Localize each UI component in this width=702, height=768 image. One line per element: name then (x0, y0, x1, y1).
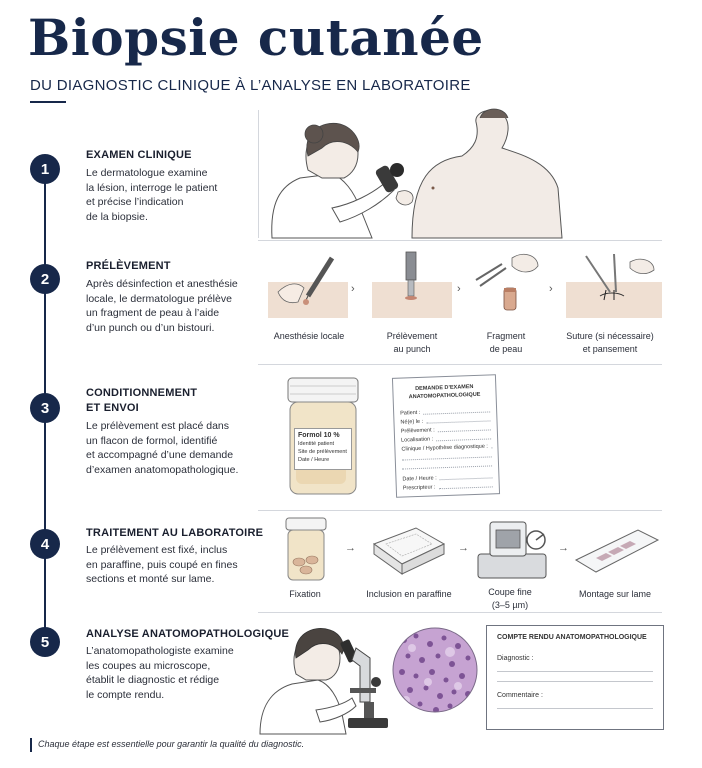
title-underline (30, 101, 66, 103)
paraffin-block-illustration (372, 527, 446, 575)
section-divider-1 (258, 240, 662, 241)
page-title: Biopsie cutanée (28, 8, 484, 67)
anesthesia-syringe-illustration (268, 256, 348, 318)
arrow-4c: → (558, 542, 569, 554)
arrow-2a: › (351, 283, 355, 295)
report-diagnostic-label: Diagnostic : (497, 655, 534, 662)
caption-fixation: Fixation (289, 589, 321, 599)
step-1-divider (258, 110, 259, 238)
slide-illustration (574, 529, 660, 573)
step-2-number: 2 (30, 264, 60, 294)
caption-suture: Suture (si nécessaire)et pansement (566, 331, 654, 354)
caption-inclusion: Inclusion en paraffine (366, 589, 452, 599)
step-5-title: ANALYSE ANATOMOPATHOLOGIQUE (86, 628, 290, 640)
report-comment-label: Commentaire : (497, 692, 543, 699)
section-divider-2 (258, 364, 662, 365)
jar-label: Formol 10 % Identité patient Site de pré… (294, 428, 352, 470)
tissue-fragment-illustration (475, 253, 539, 311)
pathology-report-card: COMPTE RENDU ANATOMOPATHOLOGIQUE Diagnos… (486, 625, 664, 730)
section-divider-4 (258, 612, 662, 613)
punch-biopsy-illustration (372, 251, 452, 318)
footer-accent-bar (30, 738, 32, 752)
step-2-title: PRÉLÈVEMENT (86, 260, 171, 272)
step-4-title: TRAITEMENT AU LABORATOIRE (86, 527, 264, 539)
arrow-2c: › (549, 283, 553, 295)
arrow-4a: → (345, 542, 356, 554)
caption-coupe: Coupe fine(3–5 µm) (488, 587, 532, 610)
suture-illustration (566, 253, 662, 318)
step-1-title: EXAMEN CLINIQUE (86, 149, 192, 161)
page-subtitle: DU DIAGNOSTIC CLINIQUE À L’ANALYSE EN LA… (30, 77, 471, 94)
microscopy-tissue-image (392, 627, 478, 713)
step-3-number: 3 (30, 393, 60, 423)
arrow-2b: › (457, 283, 461, 295)
dermatologist-exam-illustration (271, 108, 563, 239)
step-5-number: 5 (30, 627, 60, 657)
arrow-4b: → (458, 542, 469, 554)
step-1-number: 1 (30, 154, 60, 184)
step-4-number: 4 (30, 529, 60, 559)
report-title: COMPTE RENDU ANATOMOPATHOLOGIQUE (497, 634, 647, 641)
fixation-jar-illustration (285, 517, 327, 581)
footer-note: Chaque étape est essentielle pour garant… (38, 739, 305, 749)
caption-montage: Montage sur lame (578, 589, 652, 599)
caption-anesthesie: Anesthésie locale (273, 331, 345, 341)
pathologist-microscope-illustration (259, 628, 388, 735)
section-divider-3 (258, 510, 662, 511)
microtome-illustration (477, 521, 547, 579)
